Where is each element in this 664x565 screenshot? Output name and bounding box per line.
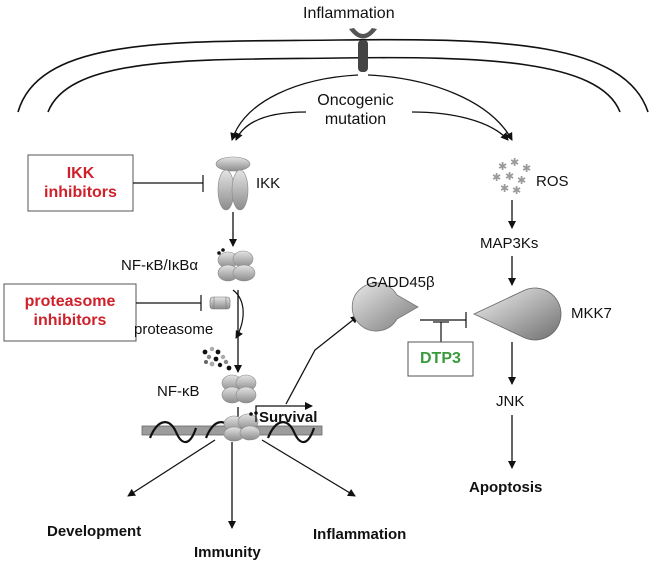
oncogenic-mutation-label: Oncogenic mutation [308,92,403,130]
title-inflammation: Inflammation [303,5,395,22]
ikk-label: IKK [256,175,281,192]
outcome-development: Development [47,523,142,540]
oncogenic-mutation-text: Oncogenic mutation [317,92,394,128]
svg-text:✱: ✱ [522,162,531,175]
dtp3-box [407,341,474,377]
dtp3-label: DTP3 [420,350,461,367]
svg-text:✱: ✱ [510,156,519,169]
mutation-arrows [230,74,513,141]
gadd45b-icon [351,282,419,332]
nfkb-dimer-icon [221,374,257,404]
proteasome-icon [209,296,231,310]
dtp3-inhibition-line [433,321,449,342]
transcription-arrow [255,402,313,422]
receptor-icon [349,28,377,72]
ros-icon: ✱ ✱ ✱ ✱ ✱ ✱ ✱ ✱ [492,156,531,197]
svg-text:✱: ✱ [500,182,509,195]
apoptosis-label: Apoptosis [469,479,543,496]
gadd45b-label: GADD45β [366,274,435,291]
ros-label: ROS [536,173,569,190]
cell-membrane [17,38,649,113]
nfkb-ikba-label: NF-κB/IκBα [121,257,199,274]
arrow-survival-to-gadd45b [285,315,359,405]
proteasome-label: proteasome [134,321,214,338]
svg-text:✱: ✱ [505,170,514,183]
ikk-inhibitors-box [27,154,134,212]
ikk-complex-icon [215,156,251,211]
svg-text:✱: ✱ [512,184,521,197]
proteasome-inhibitors-text: proteasome inhibitors [24,293,116,330]
outcome-immunity: Immunity [194,544,261,561]
outcome-arrows [127,439,356,529]
proteasome-inhibitors-label: proteasome inhibitors [4,292,136,330]
gadd45b-inhibits-mkk7 [420,312,467,328]
map3ks-label: MAP3Ks [480,235,539,252]
mkk7-icon [473,287,562,341]
ikk-inhibition-line [133,175,204,192]
proteasome-inhibitors-box [3,283,137,342]
nfkb-label: NF-κB [157,383,200,400]
ikk-inhibitors-label: IKK inhibitors [28,164,133,202]
survival-label: Survival [259,409,318,426]
proteasome-inhibition-line [136,295,202,311]
degraded-fragments-icon [202,346,232,371]
svg-text:✱: ✱ [517,174,526,187]
nfkb-ikba-complex-icon [217,248,256,282]
svg-text:✱: ✱ [498,160,507,173]
outcome-inflammation: Inflammation [313,526,407,543]
svg-text:✱: ✱ [492,171,501,184]
ikk-inhibitors-text: IKK inhibitors [44,165,117,202]
mkk7-label: MKK7 [571,305,612,322]
jnk-label: JNK [496,393,525,410]
bound-nfkb-icon [223,411,261,442]
